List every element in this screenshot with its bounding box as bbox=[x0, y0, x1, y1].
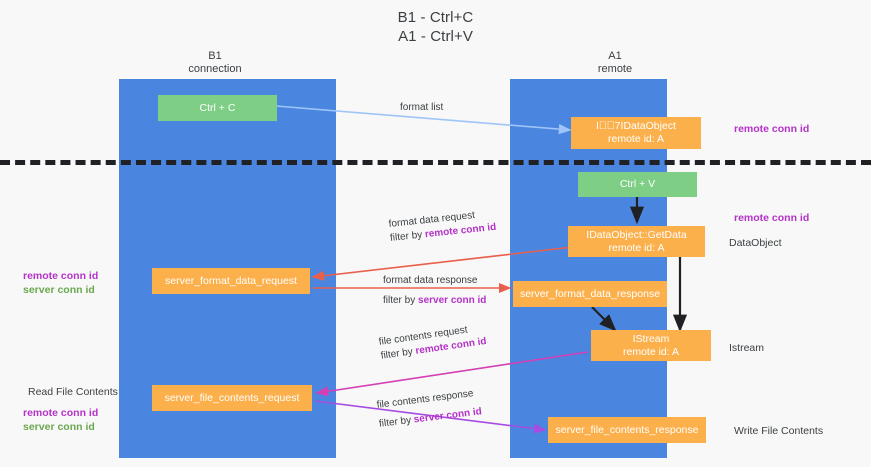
annotation-istream: Istream bbox=[729, 342, 765, 354]
node-idataobject-sub: remote id: A bbox=[607, 133, 665, 145]
filter-prefix: filter by bbox=[389, 229, 426, 244]
filter-prefix: filter by bbox=[378, 414, 415, 430]
filter-value: server conn id bbox=[418, 295, 487, 306]
edge-label-format-data-response-line2: filter by server conn id bbox=[383, 294, 486, 308]
node-getdata[interactable]: IDataObject::GetData remote id: A bbox=[568, 226, 705, 257]
node-idataobject[interactable]: I⃞⃟7IDataObject remote id: A bbox=[571, 117, 701, 149]
diagram-title: B1 - Ctrl+C A1 - Ctrl+V bbox=[0, 8, 871, 46]
node-server-file-contents-response[interactable]: server_file_contents_response bbox=[548, 417, 706, 443]
edge-label-format-data-response: format data response filter by server co… bbox=[383, 274, 486, 308]
edge-label-file-contents-response: file contents response filter by server … bbox=[376, 386, 483, 431]
filter-prefix: filter by bbox=[380, 345, 417, 362]
node-server-file-contents-request[interactable]: server_file_contents_request bbox=[152, 385, 312, 411]
annotation-remote-conn-id-left-1: remote conn id bbox=[23, 270, 99, 282]
annotation-remote-conn-id-left-2: remote conn id bbox=[23, 407, 99, 419]
title-line-2: A1 - Ctrl+V bbox=[398, 28, 473, 45]
column-header-b1-role: connection bbox=[188, 63, 242, 75]
column-header-b1-name: B1 bbox=[208, 50, 222, 62]
node-server-file-contents-response-label: server_file_contents_response bbox=[555, 423, 699, 436]
node-server-file-contents-request-label: server_file_contents_request bbox=[164, 391, 300, 404]
annotation-remote-conn-id-top: remote conn id bbox=[734, 123, 810, 135]
column-header-b1: B1 connection bbox=[155, 50, 275, 76]
edge-label-format-data-response-line1: format data response bbox=[383, 275, 478, 286]
node-server-format-data-request[interactable]: server_format_data_request bbox=[152, 268, 310, 294]
filter-prefix: filter by bbox=[383, 295, 419, 306]
phase-divider bbox=[0, 160, 871, 165]
node-idataobject-label: I⃞⃟7IDataObject bbox=[596, 120, 676, 132]
annotation-remote-conn-id-mid: remote conn id bbox=[734, 212, 810, 224]
column-header-a1-role: remote bbox=[597, 63, 633, 75]
edge-label-format-list: format list bbox=[400, 101, 443, 115]
node-server-format-data-request-label: server_format_data_request bbox=[165, 274, 297, 287]
node-server-format-data-response-label: server_format_data_response bbox=[519, 287, 661, 300]
edge-label-file-contents-request: file contents request filter by remote c… bbox=[378, 321, 488, 364]
node-istream[interactable]: IStream remote id: A bbox=[591, 330, 711, 361]
node-server-format-data-response[interactable]: server_format_data_response bbox=[513, 281, 667, 307]
column-header-a1: A1 remote bbox=[555, 50, 675, 76]
annotation-server-conn-id-left-1: server conn id bbox=[23, 284, 95, 296]
annotation-read-file-contents: Read File Contents bbox=[28, 386, 118, 398]
column-header-a1-name: A1 bbox=[608, 50, 622, 62]
node-ctrl-c[interactable]: Ctrl + C bbox=[158, 95, 277, 121]
annotation-write-file-contents: Write File Contents bbox=[734, 425, 824, 437]
node-getdata-sub: remote id: A bbox=[608, 241, 665, 254]
node-getdata-label: IDataObject::GetData bbox=[586, 228, 687, 241]
edge-label-format-data-request: format data request filter by remote con… bbox=[388, 207, 497, 246]
edge-label-format-list-text: format list bbox=[400, 102, 444, 113]
title-line-1: B1 - Ctrl+C bbox=[397, 9, 474, 26]
node-istream-label: IStream bbox=[632, 332, 670, 345]
annotation-server-conn-id-left-2: server conn id bbox=[23, 421, 95, 433]
annotation-dataobject: DataObject bbox=[729, 237, 782, 249]
filter-value: server conn id bbox=[413, 406, 483, 426]
node-istream-sub: remote id: A bbox=[622, 345, 680, 358]
node-ctrl-v[interactable]: Ctrl + V bbox=[578, 172, 697, 197]
node-ctrl-c-label: Ctrl + C bbox=[199, 101, 236, 114]
node-ctrl-v-label: Ctrl + V bbox=[619, 178, 656, 190]
